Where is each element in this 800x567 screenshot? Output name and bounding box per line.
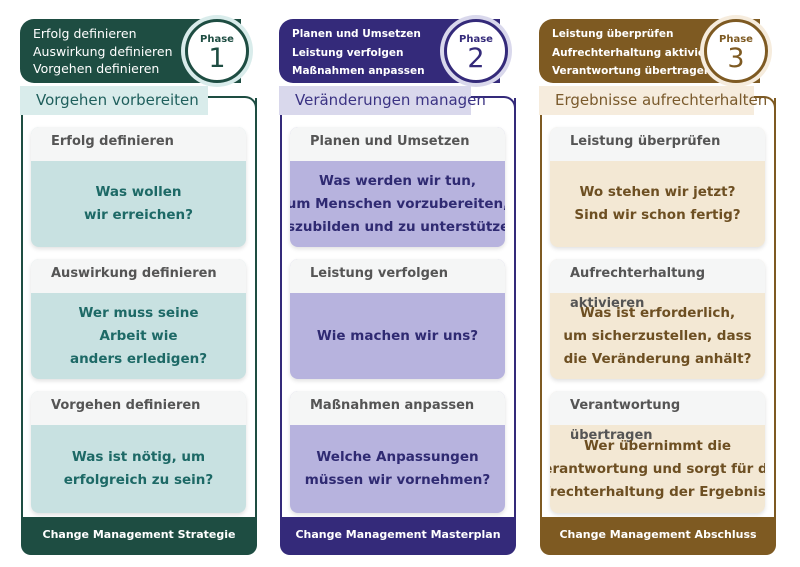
question-card-heading: Aufrechterhaltung aktivieren <box>550 259 765 311</box>
question-line: Sind wir schon fertig? <box>574 207 741 223</box>
question-line: auszubilden und zu unterstützen? <box>290 218 505 235</box>
question-line: wir erreichen? <box>84 207 193 223</box>
question-line: Wo stehen wir jetzt? <box>579 184 736 200</box>
question-card-heading: Leistung verfolgen <box>290 259 505 293</box>
phase-header-item: Erfolg definieren <box>33 26 137 41</box>
question-line: die Veränderung anhält? <box>563 350 752 367</box>
phase-badge-number: 1 <box>208 43 226 74</box>
question-line: erfolgreich zu sein? <box>63 472 214 488</box>
question-card-body: Was ist erforderlich, um sicherzustellen,… <box>550 293 765 379</box>
phase-footer: Change Management Abschluss <box>540 517 776 555</box>
phase-badge-number: 2 <box>467 43 485 74</box>
question-text: Was ist erforderlich, um sicherzustellen,… <box>563 302 751 371</box>
question-card-heading: Verantwortung übertragen <box>550 391 765 443</box>
phase-badge-number: 3 <box>727 43 745 74</box>
question-card-body: Was werden wir tun, um Menschen vorzubere… <box>290 161 505 247</box>
question-text: Was werden wir tun, um Menschen vorzubere… <box>290 170 505 239</box>
phase-badge-label: Phase <box>459 34 493 45</box>
phase-badge-label: Phase <box>200 34 234 45</box>
question-card-heading: Erfolg definieren <box>31 127 246 161</box>
question-line: Welche Anpassungen <box>316 449 479 465</box>
question-card-body: Wer übernimmt dieVerantwortung und sorgt… <box>550 425 765 513</box>
question-card-body: Welche Anpassungen müssen wir vornehmen? <box>290 425 505 513</box>
question-text: Was wollen wir erreichen? <box>84 181 193 227</box>
phase-header-item: Leistung verfolgen <box>292 46 404 59</box>
phase-title: Vorgehen vorbereiten <box>20 86 208 115</box>
question-card-body: Wie machen wir uns? <box>290 293 505 379</box>
phase-title: Veränderungen managen <box>279 86 486 115</box>
question-card: Leistung überprüfen Wo stehen wir jetzt? S… <box>550 127 765 247</box>
question-line: um Menschen vorzubereiten, <box>290 195 505 212</box>
question-card-heading: Planen und Umsetzen <box>290 127 505 161</box>
phase-header-item: Planen und Umsetzen <box>292 28 421 40</box>
phase-header-item: Leistung überprüfen <box>552 28 674 40</box>
question-text: Wie machen wir uns? <box>317 325 478 348</box>
question-text: Was ist nötig, um erfolgreich zu sein? <box>64 446 213 492</box>
phase-badge-label: Phase <box>719 34 753 45</box>
question-line: um sicherzustellen, dass <box>563 327 752 344</box>
question-line: anders erledigen? <box>69 350 208 367</box>
question-card-heading: Leistung überprüfen <box>550 127 765 161</box>
phase-title: Ergebnisse aufrechterhalten <box>539 86 767 115</box>
question-text: Wo stehen wir jetzt? Sind wir schon ferti… <box>574 181 740 227</box>
question-card-body: Was ist nötig, um erfolgreich zu sein? <box>31 425 246 513</box>
question-line: Wer übernimmt die <box>584 437 731 454</box>
phase-footer: Change Management Strategie <box>21 517 257 555</box>
phase-header-item: Auswirkung definieren <box>33 43 173 59</box>
question-line: Aufrechterhaltung der Ergebnisse? <box>550 483 765 500</box>
phase-header-item: Aufrechterhaltung aktivieren <box>552 46 725 59</box>
question-line: Was ist erforderlich, <box>579 304 736 321</box>
question-card-body: Wo stehen wir jetzt? Sind wir schon ferti… <box>550 161 765 247</box>
phase-header-item: Vorgehen definieren <box>33 61 160 76</box>
question-line: müssen wir vornehmen? <box>304 472 491 488</box>
question-card-heading: Maßnahmen anpassen <box>290 391 505 425</box>
phase-header-item: Maßnahmen anpassen <box>292 65 425 77</box>
question-line: Wer muss seine <box>78 304 199 321</box>
question-line: Wie machen wir uns? <box>316 327 479 344</box>
question-line: Was wollen <box>95 184 182 200</box>
question-card-heading: Auswirkung definieren <box>31 259 246 293</box>
question-line: Arbeit wie <box>99 327 178 344</box>
question-line: Verantwortung und sorgt für die <box>550 460 765 477</box>
question-card-body: Was wollen wir erreichen? <box>31 161 246 247</box>
phase-header-item: Verantwortung übertragen <box>552 65 712 77</box>
phase-footer: Change Management Masterplan <box>280 517 516 555</box>
question-line: Was ist nötig, um <box>71 449 206 465</box>
question-text: Wer übernimmt dieVerantwortung und sorgt… <box>550 435 765 504</box>
question-card-heading: Vorgehen definieren <box>31 391 246 425</box>
question-line: Was werden wir tun, <box>319 172 476 189</box>
question-text: Welche Anpassungen müssen wir vornehmen? <box>305 446 490 492</box>
